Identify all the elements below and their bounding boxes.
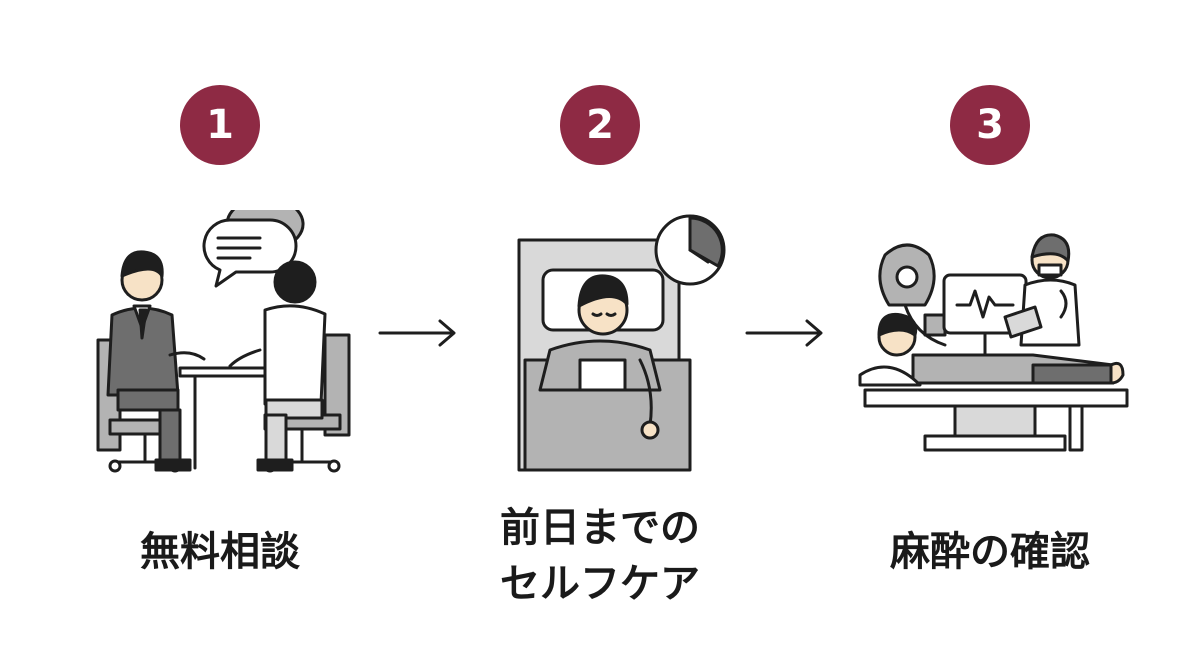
arrow-right-icon <box>378 319 456 347</box>
step-2-caption-line: セルフケア <box>500 561 700 607</box>
consultation-icon <box>96 210 351 473</box>
bed-rest-icon <box>517 214 726 472</box>
step-3-badge: 3 <box>950 85 1030 165</box>
step-3-caption: 麻酔の確認 <box>860 524 1120 580</box>
step-1-caption-line: 無料相談 <box>140 529 300 575</box>
arrow-right-icon <box>745 319 823 347</box>
step-3-caption-line: 麻酔の確認 <box>890 529 1090 575</box>
step-2-caption-line: 前日までの <box>500 505 700 551</box>
anesthesia-check-icon <box>858 233 1129 452</box>
step-2-badge: 2 <box>560 85 640 165</box>
step-1-caption: 無料相談 <box>110 524 330 580</box>
step-1-badge: 1 <box>180 85 260 165</box>
step-2-caption: 前日までの セルフケア <box>470 500 730 612</box>
